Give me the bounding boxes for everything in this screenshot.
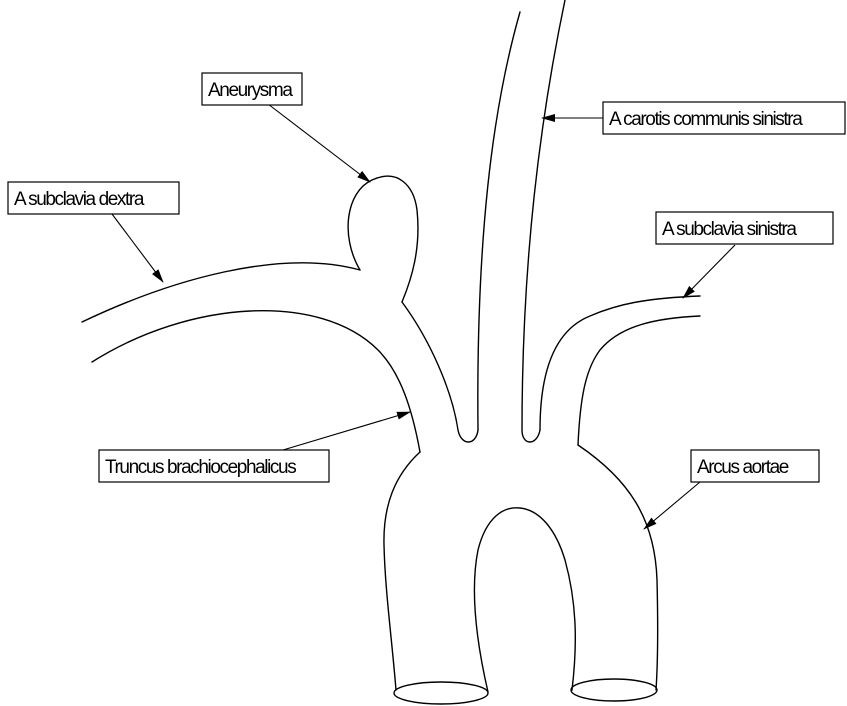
truncus-leader xyxy=(283,412,410,450)
arcus-leader xyxy=(644,482,700,529)
label-subclavia-dextra: A subclavia dextra xyxy=(8,182,179,214)
label-truncus: Truncus brachiocephalicus xyxy=(99,450,329,482)
label-subclavia-sinistra-text: A subclavia sinistra xyxy=(662,219,797,240)
arch-inner-curvature xyxy=(474,508,575,692)
right-vessel-opening xyxy=(571,679,657,701)
label-subclavia-sinistra: A subclavia sinistra xyxy=(656,212,833,244)
right-subclavian-upper-wall xyxy=(82,263,360,322)
label-carotis-text: A carotis communis sinistra xyxy=(609,109,803,130)
subclavia-sinistra-leader xyxy=(683,245,735,298)
label-truncus-text: Truncus brachiocephalicus xyxy=(105,457,296,478)
right-subclavian-lower-wall xyxy=(92,311,420,452)
label-subclavia-dextra-text: A subclavia dextra xyxy=(14,189,145,210)
label-aneurysma-text: Aneurysma xyxy=(208,80,293,101)
subclavia-dextra-leader xyxy=(112,214,163,282)
arch-left-outer-wall xyxy=(384,452,420,690)
carotis-left-wall xyxy=(478,12,520,430)
arch-right-outer-wall xyxy=(578,445,658,690)
left-subclavian-upper-wall xyxy=(540,296,700,430)
label-arcus-text: Arcus aortae xyxy=(697,457,789,478)
carotis-right-wall xyxy=(522,0,565,442)
label-carotis: A carotis communis sinistra xyxy=(603,102,845,134)
left-vessel-opening xyxy=(394,682,488,704)
left-subclavian-lower-wall xyxy=(578,316,700,445)
label-aneurysma: Aneurysma xyxy=(202,73,302,105)
label-arcus: Arcus aortae xyxy=(691,450,819,482)
aneurysma-leader xyxy=(268,104,370,182)
aneurysm-sac xyxy=(348,176,418,302)
